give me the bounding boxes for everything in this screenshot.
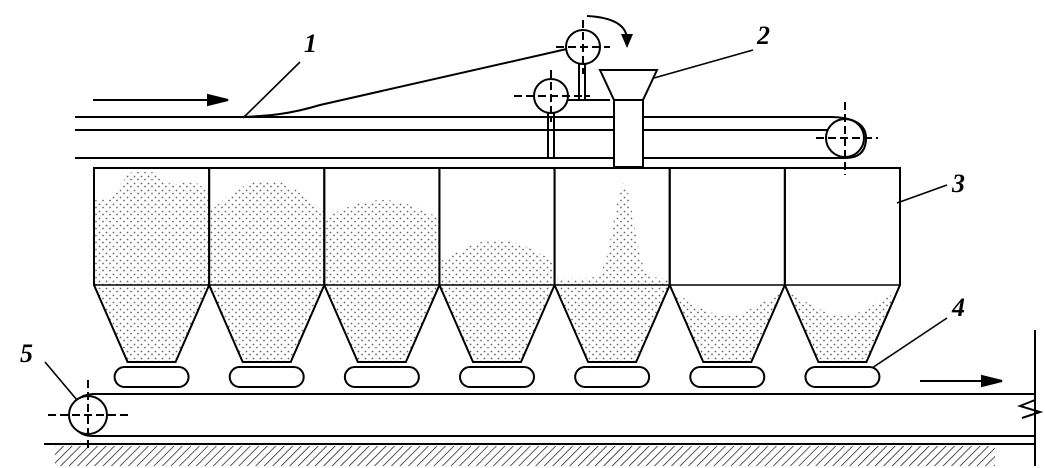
bunker-material: [554, 183, 670, 362]
label-3: 3: [951, 169, 965, 198]
bunker-material: [209, 180, 325, 362]
discharge-feeder: [459, 366, 535, 388]
discharge-feeder: [343, 366, 420, 388]
bunker: [208, 167, 326, 363]
bunker: [553, 167, 671, 363]
discharge-feeder: [574, 366, 651, 388]
flow-arrow-bottom: [920, 374, 1003, 388]
tripper-chute: [598, 69, 659, 168]
discharge-feeder: [689, 366, 766, 388]
bunker-material: [94, 172, 210, 362]
bunker-material: [324, 200, 440, 362]
pulley-top-tail: [816, 102, 878, 175]
discharge-feeder-row: [113, 366, 881, 388]
bunker-row: [93, 167, 901, 363]
label-4: 4: [951, 293, 965, 322]
flow-arrow-top: [93, 93, 229, 107]
bunker: [783, 167, 901, 363]
discharge-feeder: [228, 366, 305, 388]
discharge-feeder: [804, 366, 881, 388]
discharge-feeder: [113, 366, 190, 388]
ground-hatching: [55, 446, 995, 466]
bottom-belt-conveyor: [44, 330, 1044, 466]
label-2: 2: [756, 21, 770, 50]
top-belt-conveyor: [75, 45, 868, 159]
pulley-tripper-upper: [556, 20, 610, 74]
label-1: 1: [304, 29, 317, 58]
bunker-material: [672, 292, 782, 362]
bunker: [323, 167, 441, 363]
bunker: [668, 167, 786, 363]
pulley-tripper-lower: [514, 70, 590, 122]
bunker: [438, 167, 556, 363]
label-5: 5: [20, 339, 33, 368]
pulley-bottom-head: [48, 380, 130, 450]
bunker-material: [439, 240, 555, 362]
callout-leaders: [44, 49, 948, 401]
bunker-material: [787, 292, 897, 362]
rotation-arrowhead: [621, 34, 633, 48]
bunker: [93, 167, 211, 363]
